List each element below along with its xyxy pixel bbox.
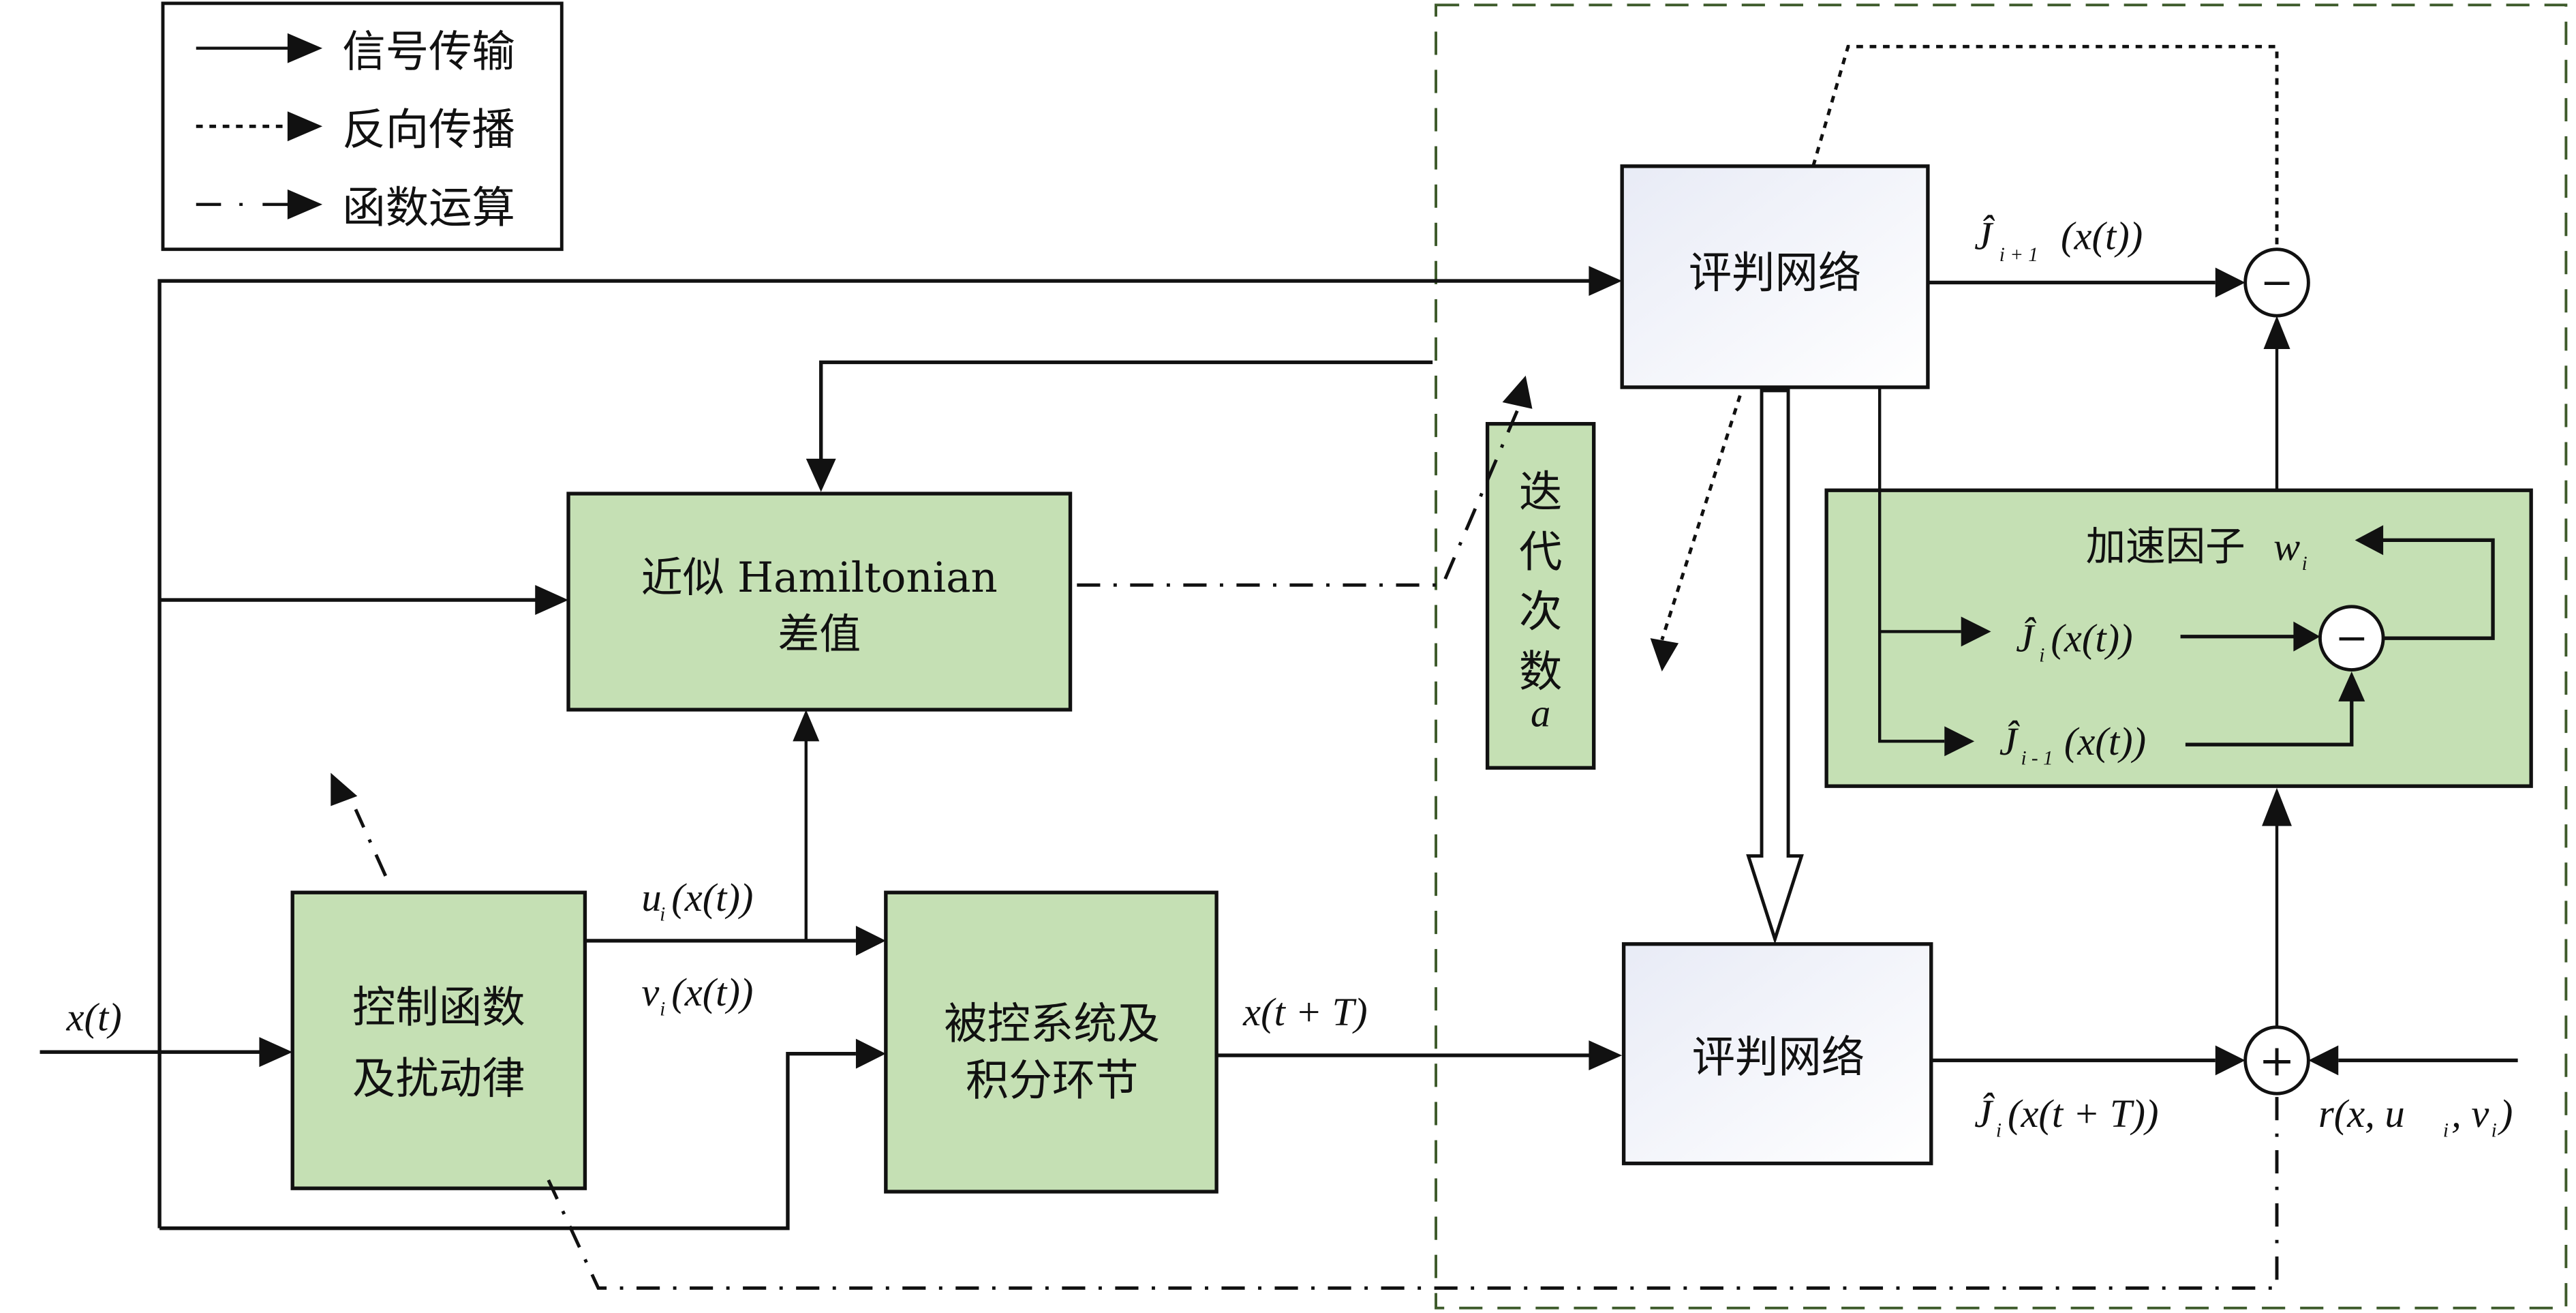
iteration-char-2: 代 [1519, 526, 1562, 577]
control-label-2: 及扰动律 [352, 1053, 525, 1104]
J-i-minus-1-label: Ĵ [1999, 719, 2020, 764]
weight-transfer-arrow [1746, 389, 1804, 945]
arrowhead-icon [1589, 1040, 1623, 1071]
arrowhead-icon [855, 1038, 886, 1069]
arrowhead-icon [331, 772, 358, 806]
J-i-plus-1-sub: i + 1 [1999, 244, 2038, 266]
arrowhead-icon [1589, 266, 1623, 296]
iteration-char-3: 次 [1519, 586, 1562, 637]
control-label-1: 控制函数 [352, 982, 525, 1032]
J-i-minus-1-sub: i - 1 [2021, 747, 2053, 769]
arrowhead-icon [793, 710, 820, 742]
arrowhead-icon [2338, 671, 2365, 701]
arrowhead-icon [2215, 267, 2245, 298]
plant-label-1: 被控系统及 [944, 999, 1160, 1049]
legend-item-solid: 信号传输 [196, 27, 515, 77]
top-minus-sign: − [2260, 259, 2294, 305]
control-block[interactable]: 控制函数 及扰动律 [290, 890, 587, 1190]
arrowhead-icon [287, 111, 323, 142]
J-i-minus-1-arg: (x(t)) [2064, 719, 2146, 764]
J-i-arg: (x(t)) [2051, 616, 2132, 661]
x-t-label: x(t) [66, 995, 122, 1040]
arrowhead-icon [1944, 726, 1975, 757]
v-i-arg: (x(t)) [671, 970, 753, 1014]
arrowhead-icon [535, 585, 569, 616]
arrowhead-icon [259, 1037, 293, 1068]
v-i-label: v [641, 970, 659, 1014]
bottom-plus-sign: + [2258, 1035, 2295, 1085]
arrowhead-icon [1502, 375, 1533, 409]
legend-label-solid: 信号传输 [342, 27, 515, 77]
accel-label: 加速因子 [2086, 524, 2245, 570]
J-i-T-sub: i [1996, 1120, 2002, 1142]
critic-network-bottom[interactable]: 评判网络 [1621, 942, 1933, 1166]
arrowhead-icon [1961, 616, 1991, 647]
u-i-label: u [641, 875, 661, 920]
legend-item-dotted: 反向传播 [196, 104, 515, 155]
arrowhead-icon [287, 33, 323, 63]
J-i-T-arg: (x(t + T)) [2008, 1091, 2159, 1136]
iteration-char-4: 数 [1519, 646, 1562, 697]
plant-label-2: 积分环节 [966, 1055, 1139, 1106]
u-i-arg: (x(t)) [671, 875, 753, 920]
reward-label: r(x, u i , v i ) [2318, 1091, 2513, 1142]
v-i-sub: i [660, 999, 665, 1021]
iteration-var: a [1531, 691, 1550, 735]
legend-label-dashdot: 函数运算 [342, 183, 515, 233]
svg-text:, v: , v [2451, 1091, 2489, 1136]
J-i-label: Ĵ [2016, 616, 2036, 661]
arrowhead-icon [2308, 1045, 2339, 1076]
x-t-plus-T-label: x(t + T) [1242, 990, 1368, 1034]
legend-item-dashdot: 函数运算 [196, 183, 515, 233]
critic-bottom-label: 评判网络 [1692, 1032, 1865, 1083]
arrowhead-icon [287, 189, 323, 220]
legend-label-dotted: 反向传播 [342, 104, 515, 155]
arrowhead-icon [2355, 525, 2384, 556]
hamiltonian-label-1: 近似 Hamiltonian [641, 554, 998, 602]
J-i-sub: i [2039, 644, 2044, 666]
arrowhead-icon [1650, 638, 1679, 671]
inner-minus-sign: − [2335, 615, 2368, 661]
arrowhead-icon [2293, 621, 2320, 652]
accel-var-sub: i [2302, 553, 2307, 575]
u-i-sub: i [660, 904, 665, 926]
iteration-block[interactable]: 迭 代 次 数 a [1485, 422, 1596, 770]
plant-block[interactable]: 被控系统及 积分环节 [884, 890, 1218, 1194]
svg-text:i: i [2491, 1120, 2497, 1142]
critic-network-top[interactable]: 评判网络 [1620, 164, 1930, 389]
arrowhead-icon [2215, 1045, 2245, 1076]
arrowhead-icon [2262, 787, 2292, 826]
accel-var: w [2273, 525, 2300, 569]
J-i-plus-1-label: Ĵ [1974, 214, 1995, 258]
hamiltonian-label-2: 差值 [778, 610, 861, 659]
J-i-T-label: Ĵ [1974, 1091, 1995, 1136]
legend: 信号传输 反向传播 函数运算 [161, 1, 564, 252]
hamiltonian-block[interactable]: 近似 Hamiltonian 差值 [566, 492, 1073, 712]
arrowhead-icon [806, 458, 836, 492]
arrowhead-icon [855, 925, 886, 956]
critic-top-label: 评判网络 [1689, 247, 1862, 298]
svg-text:): ) [2498, 1091, 2513, 1136]
J-i-plus-1-arg: (x(t)) [2061, 214, 2143, 258]
accel-factor-block[interactable]: 加速因子 w i Ĵ i (x(t)) Ĵ i - 1 (x(t)) − [1824, 488, 2533, 788]
arrowhead-icon [2263, 316, 2290, 349]
svg-text:r(x, u: r(x, u [2318, 1091, 2405, 1136]
iteration-char-1: 迭 [1519, 467, 1562, 517]
critic-region-frame [1435, 3, 2568, 1310]
svg-text:i: i [2443, 1120, 2449, 1142]
